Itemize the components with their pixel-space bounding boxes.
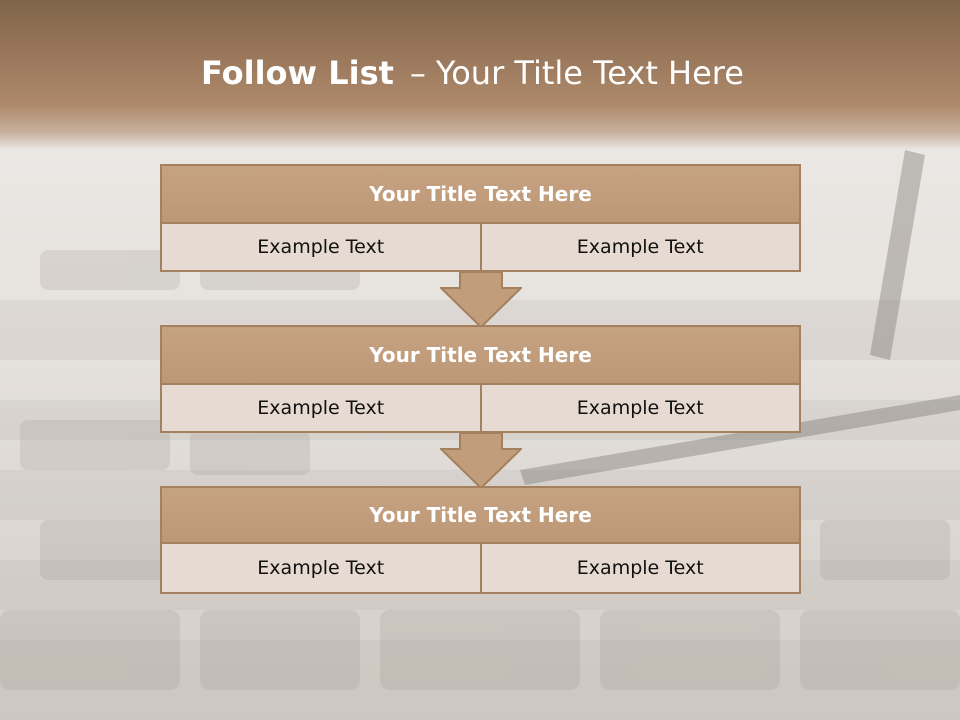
list-block-left-cell: Example Text <box>257 397 385 419</box>
list-block-right-cell: Example Text <box>479 224 800 270</box>
slide-title-bold: Follow List <box>201 54 394 92</box>
list-block-2: Your Title Text Here Example Text Exampl… <box>160 325 801 433</box>
list-block-row: Example Text Example Text <box>162 544 799 592</box>
list-block-1: Your Title Text Here Example Text Exampl… <box>160 164 801 272</box>
list-block-row: Example Text Example Text <box>162 385 799 431</box>
down-arrow-icon <box>440 272 522 328</box>
slide-title-dash: – <box>409 54 426 92</box>
slide-title-rest: Your Title Text Here <box>435 54 744 92</box>
list-block-right-cell: Example Text <box>479 544 800 592</box>
list-block-row: Example Text Example Text <box>162 224 799 270</box>
list-block-left-cell: Example Text <box>257 557 385 579</box>
list-block-3: Your Title Text Here Example Text Exampl… <box>160 486 801 594</box>
list-block-title: Your Title Text Here <box>162 327 799 385</box>
list-block-right-cell: Example Text <box>479 385 800 431</box>
down-arrow-icon <box>440 433 522 489</box>
title-band <box>0 0 960 150</box>
list-block-left-cell: Example Text <box>257 236 385 258</box>
list-block-title: Your Title Text Here <box>162 488 799 544</box>
slide-title: Follow List–Your Title Text Here <box>0 54 945 92</box>
list-block-title: Your Title Text Here <box>162 166 799 224</box>
